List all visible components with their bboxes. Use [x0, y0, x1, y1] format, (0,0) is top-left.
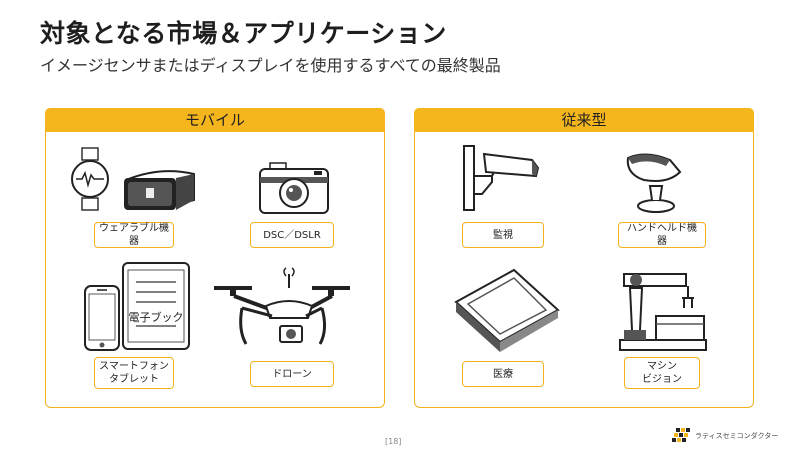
surveillance-label-text: 監視 [493, 229, 513, 241]
medical-display-icon [454, 268, 560, 352]
ebook-label: 電子ブック [128, 311, 184, 324]
dsc-label: DSC／DSLR [250, 222, 334, 248]
wearable-label-text: ウェアラブル機器 [99, 223, 169, 247]
dsc-label-text: DSC／DSLR [263, 229, 321, 241]
handheld-label-text: ハンドヘルド機器 [627, 223, 697, 247]
company-name: ラティスセミコンダクター [695, 432, 779, 440]
drone-label-text: ドローン [272, 368, 312, 380]
drone-icon [214, 267, 350, 345]
vr-headset-icon [124, 170, 195, 210]
smartphone-label-text: スマートフォン [99, 361, 169, 372]
mobile-panel-heading: モバイル [45, 108, 385, 132]
surveillance-camera-icon [463, 145, 540, 211]
robot-arm-icon [619, 273, 707, 351]
handheld-label: ハンドヘルド機器 [618, 222, 706, 248]
smartphone-tablet-label: スマートフォン タブレット [94, 357, 174, 389]
lattice-logo-icon [672, 428, 690, 442]
medical-label-text: 医療 [493, 368, 513, 380]
machine-vision-label: マシン ビジョン [624, 357, 700, 389]
medical-label: 医療 [462, 361, 544, 387]
surveillance-label: 監視 [462, 222, 544, 248]
page-title: 対象となる市場＆アプリケーション [40, 19, 447, 48]
drone-label: ドローン [250, 361, 334, 387]
page-number: [18] [385, 437, 402, 446]
machine-label-text: マシン [647, 361, 677, 372]
camera-icon [259, 162, 329, 214]
page-subtitle: イメージセンサまたはディスプレイを使用するすべての最終製品 [40, 56, 501, 75]
wearable-label: ウェアラブル機器 [94, 222, 174, 248]
vision-label-text: ビジョン [642, 374, 682, 385]
tablet-label-text: タブレット [109, 374, 159, 385]
tablet-icon [122, 262, 190, 350]
smartwatch-icon [71, 147, 109, 211]
traditional-panel-heading: 従来型 [414, 108, 754, 132]
handheld-scanner-icon [626, 153, 682, 213]
smartphone-icon [84, 285, 120, 351]
